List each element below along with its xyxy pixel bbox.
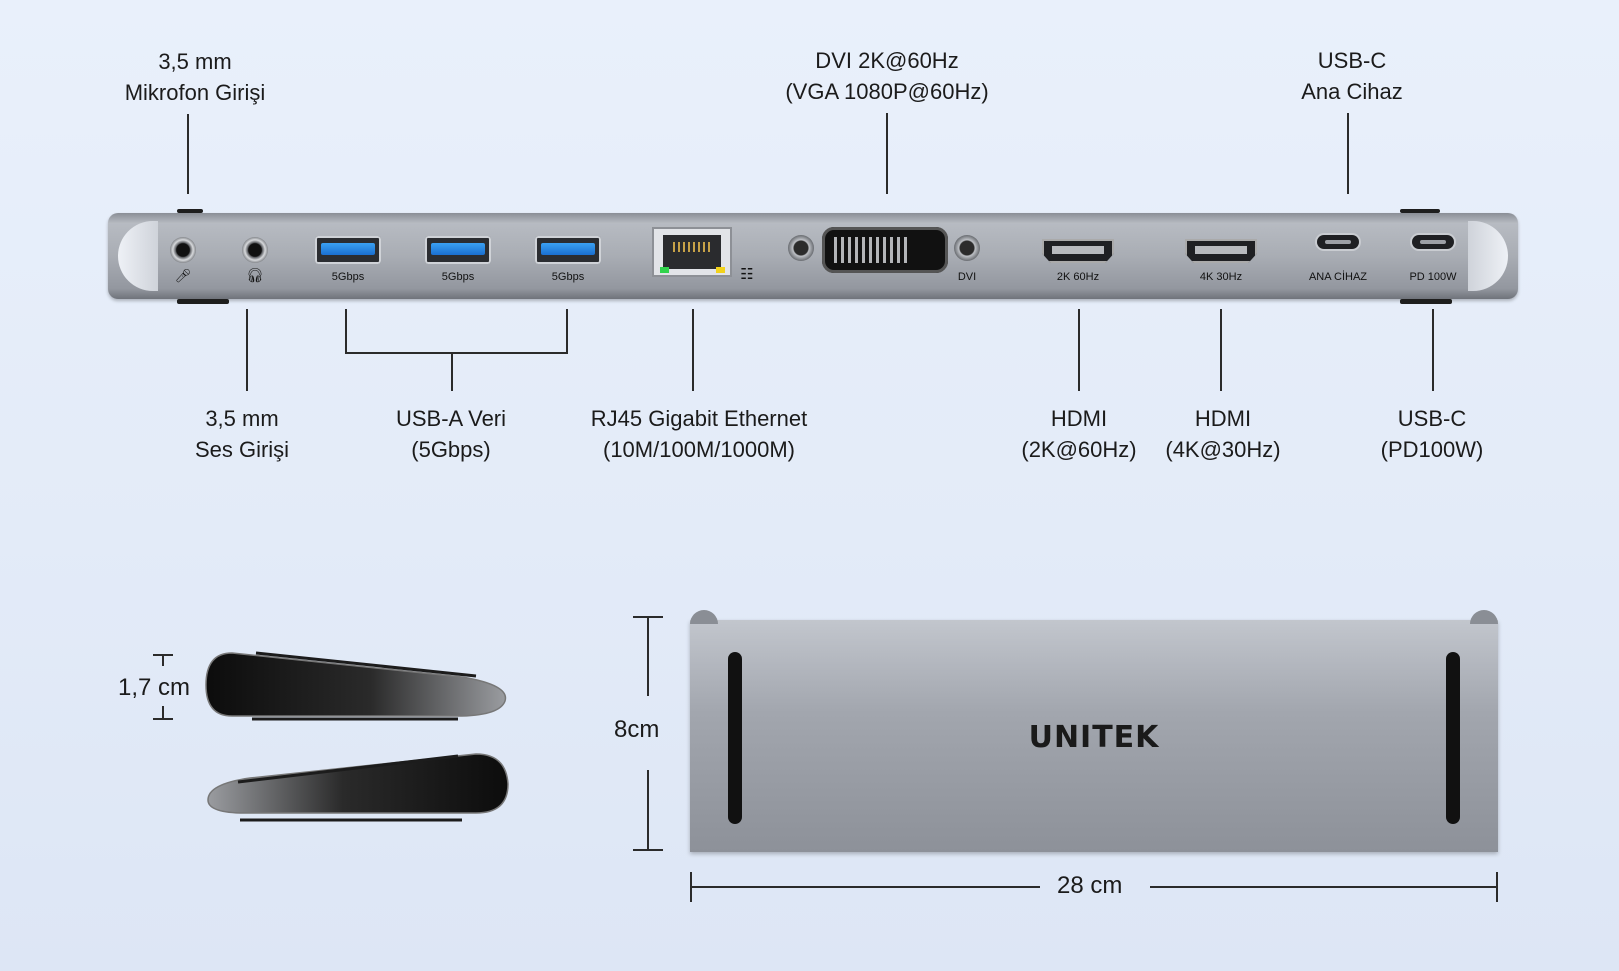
side-profile-bottom — [207, 753, 509, 822]
side-profile-top — [205, 651, 507, 721]
hdmi-port-1 — [1042, 239, 1114, 263]
usba-port-2-text: 5Gbps — [441, 271, 475, 283]
usba-port-3-text: 5Gbps — [551, 271, 585, 283]
audio-input-label: 3,5 mm Ses Girişi — [194, 406, 290, 462]
usba-bracket-bar — [345, 352, 568, 354]
usba-data-label: USB-A Veri (5Gbps) — [395, 406, 507, 462]
usbc-pd-port — [1412, 235, 1454, 249]
depth-label: 8cm — [614, 716, 660, 743]
usba-port-3 — [535, 236, 601, 264]
rj45-port — [652, 227, 732, 277]
mic-leader-line — [187, 114, 189, 194]
usbc-host-leader-line — [1347, 113, 1349, 194]
mic-input-label: 3,5 mm Mikrofon Girişi — [124, 49, 266, 105]
ventilation-slot — [1446, 652, 1460, 824]
hdmi-4k-label: HDMI (4K@30Hz) — [1165, 406, 1281, 462]
mic-jack — [170, 237, 196, 263]
depth-line — [647, 770, 649, 850]
usba-bracket-left — [345, 309, 347, 354]
hdmi2-leader-line — [1220, 309, 1222, 391]
hub-foot — [1400, 299, 1452, 304]
usbc-pd-port-text: PD 100W — [1409, 271, 1457, 283]
usbc-pd-leader-line — [1432, 309, 1434, 391]
usbc-pd-label: USB-C (PD100W) — [1380, 406, 1484, 462]
dvi-screw-left — [788, 235, 814, 261]
hub-foot — [1400, 209, 1440, 213]
dvi-screw-right — [954, 235, 980, 261]
audio-jack — [242, 237, 268, 263]
dvi-port-label: DVI 2K@60Hz (VGA 1080P@60Hz) — [785, 48, 989, 104]
dvi-port — [822, 227, 948, 273]
thickness-line — [162, 654, 164, 666]
usbc-host-label: USB-C Ana Cihaz — [1301, 48, 1403, 104]
usbc-host-port — [1317, 235, 1359, 249]
hub-foot — [177, 209, 203, 213]
hub-foot — [177, 299, 229, 304]
dvi-port-text: DVI — [957, 271, 977, 283]
width-label: 28 cm — [1057, 872, 1123, 899]
thickness-label: 1,7 cm — [118, 674, 191, 701]
width-line — [1150, 886, 1497, 888]
usba-port-1-text: 5Gbps — [331, 271, 365, 283]
ventilation-slot — [728, 652, 742, 824]
width-line — [690, 886, 1040, 888]
network-icon: ☷ — [740, 266, 754, 283]
depth-line — [647, 616, 649, 696]
hdmi-port-2-text: 4K 30Hz — [1199, 271, 1243, 283]
hdmi-port-2 — [1185, 239, 1257, 263]
hub-top-view: UNITEK — [690, 610, 1498, 852]
led-green — [660, 267, 669, 273]
hdmi-port-1-text: 2K 60Hz — [1056, 271, 1100, 283]
usbc-host-port-text: ANA CİHAZ — [1308, 271, 1368, 283]
depth-tick-bottom — [633, 849, 663, 851]
usba-leader-line — [451, 352, 453, 391]
usba-port-2 — [425, 236, 491, 264]
microphone-icon: 🎤︎ — [174, 268, 192, 283]
rj45-label: RJ45 Gigabit Ethernet (10M/100M/1000M) — [590, 406, 808, 462]
hdmi1-leader-line — [1078, 309, 1080, 391]
thickness-line — [162, 706, 164, 718]
width-tick-right — [1496, 872, 1498, 902]
audio-leader-line — [246, 309, 248, 391]
hub-front-panel: 🎤︎ 🎧︎ 5Gbps 5Gbps 5Gbps ☷ DVI 2K 60Hz 4K… — [108, 213, 1518, 299]
headphone-icon: 🎧︎ — [246, 267, 264, 283]
brand-logo: UNITEK — [1028, 720, 1160, 755]
thickness-tick-bottom — [153, 718, 173, 720]
rj45-leader-line — [692, 309, 694, 391]
hdmi-2k-label: HDMI (2K@60Hz) — [1021, 406, 1137, 462]
led-yellow — [716, 267, 725, 273]
usba-port-1 — [315, 236, 381, 264]
dvi-leader-line — [886, 113, 888, 194]
usba-bracket-right — [566, 309, 568, 354]
